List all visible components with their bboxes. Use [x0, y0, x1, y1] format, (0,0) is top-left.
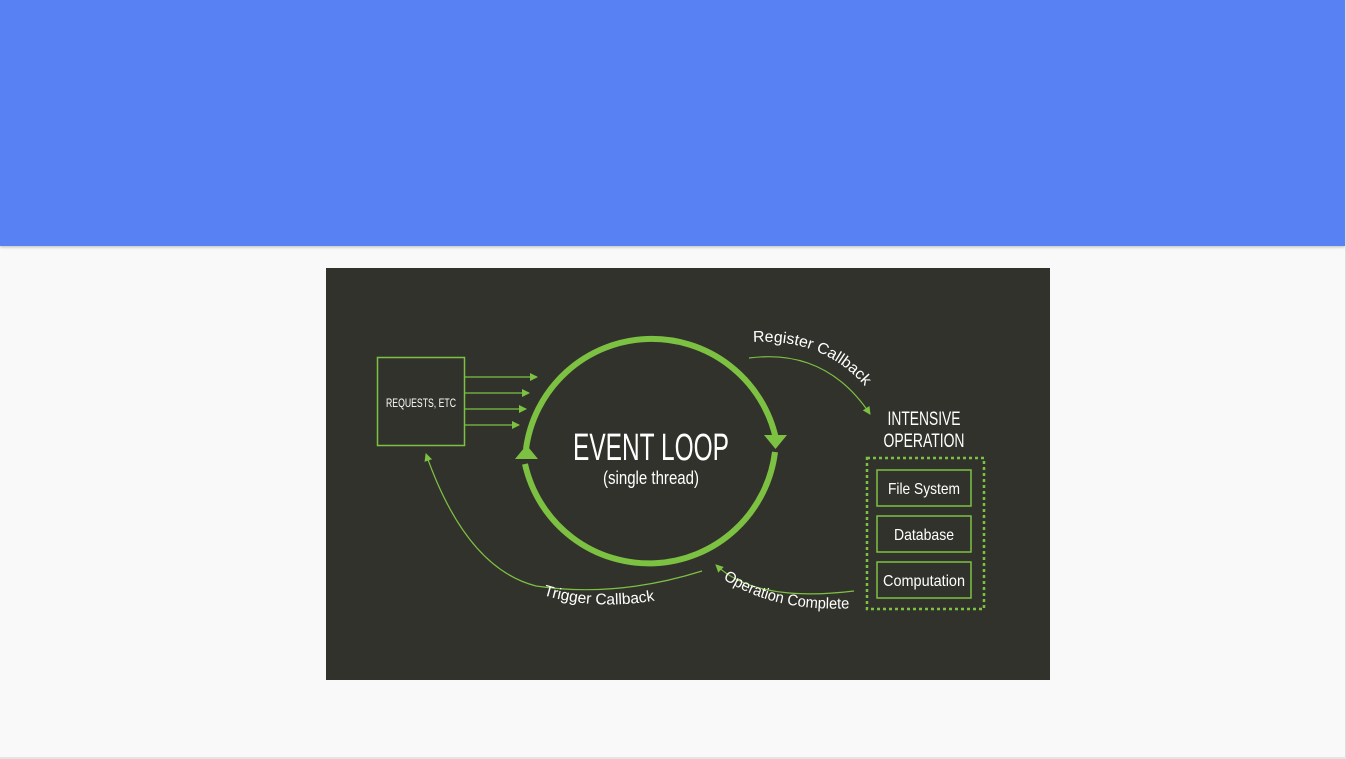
event-loop-subtitle: (single thread): [603, 468, 699, 488]
loop-arrow-down-icon: [764, 435, 787, 449]
operation-box-computation: [876, 561, 972, 599]
event-loop-circle: [523, 335, 779, 450]
request-arrows: [465, 373, 538, 429]
bottom-edge: [0, 757, 1346, 759]
operation-label-database: Database: [894, 527, 954, 544]
trigger-callback-arrow: [424, 453, 703, 591]
requests-label: REQUESTS, ETC: [386, 398, 456, 410]
operation-label-computation: Computation: [883, 573, 965, 590]
operation-complete-arrow: [715, 564, 855, 595]
event-loop-diagram: REQUESTS, ETC EVENT LOOP (single thread)…: [326, 268, 1050, 680]
operation-label-file-system: File System: [888, 481, 960, 498]
operation-box-file-system: [876, 469, 972, 507]
event-loop-title: EVENT LOOP: [573, 427, 729, 469]
register-callback-label: Register Callback: [753, 329, 875, 390]
operation-box-database: [876, 515, 972, 553]
intensive-operation-heading-line2: OPERATION: [884, 431, 965, 452]
intensive-operation-heading-line1: INTENSIVE: [888, 409, 961, 430]
requests-box: [376, 356, 466, 447]
event-loop-circle-lower: [522, 451, 778, 567]
operations-container: [865, 456, 986, 611]
header-banner: [0, 0, 1345, 246]
diagram-svg: REQUESTS, ETC EVENT LOOP (single thread)…: [376, 329, 986, 613]
operation-complete-label: Operation Complete: [721, 568, 850, 613]
register-callback-arrow: [748, 356, 871, 415]
trigger-callback-label: Trigger Callback: [542, 583, 656, 609]
loop-arrow-up-icon: [515, 445, 538, 459]
